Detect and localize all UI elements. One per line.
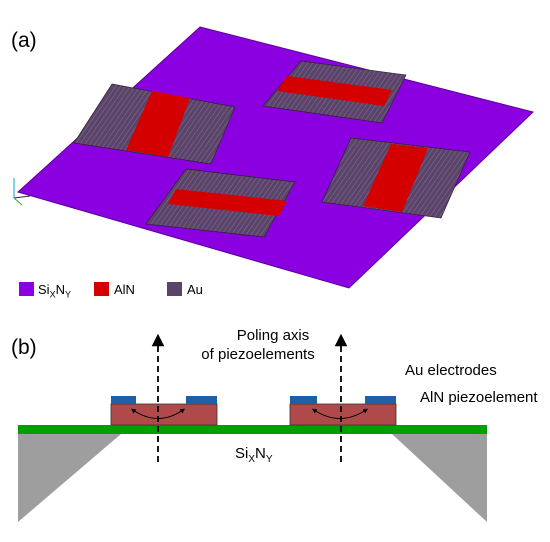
poling-axis-line1: Poling axis <box>236 327 310 344</box>
pad-bottom <box>145 168 296 238</box>
panel-b-label: (b) <box>11 336 37 359</box>
au-electrodes-label: Au electrodes <box>405 362 497 379</box>
legend-swatch-au <box>167 282 182 296</box>
support-right <box>392 434 487 522</box>
pad-left <box>73 83 236 165</box>
pad-top <box>262 60 407 124</box>
poling-axis-line2: of piezoelements <box>201 346 315 363</box>
sinx-membrane <box>18 425 487 434</box>
legend-swatch-sinx <box>19 282 34 296</box>
substrate-label: SiXNY <box>235 445 273 465</box>
legend-label-sinx: SiXNY <box>38 282 71 300</box>
support-left <box>18 434 121 522</box>
pad-right <box>321 137 471 219</box>
element-left <box>110 396 218 426</box>
element-right <box>289 396 397 426</box>
panel-a-diagram <box>13 26 534 296</box>
legend-swatch-aln <box>94 282 109 296</box>
axis-triad <box>13 178 31 206</box>
panel-a-label: (a) <box>11 29 37 52</box>
aln-piezoelement-label: AlN piezoelement <box>420 389 538 406</box>
legend-label-au: Au <box>187 282 203 297</box>
legend-label-aln: AlN <box>114 282 135 297</box>
